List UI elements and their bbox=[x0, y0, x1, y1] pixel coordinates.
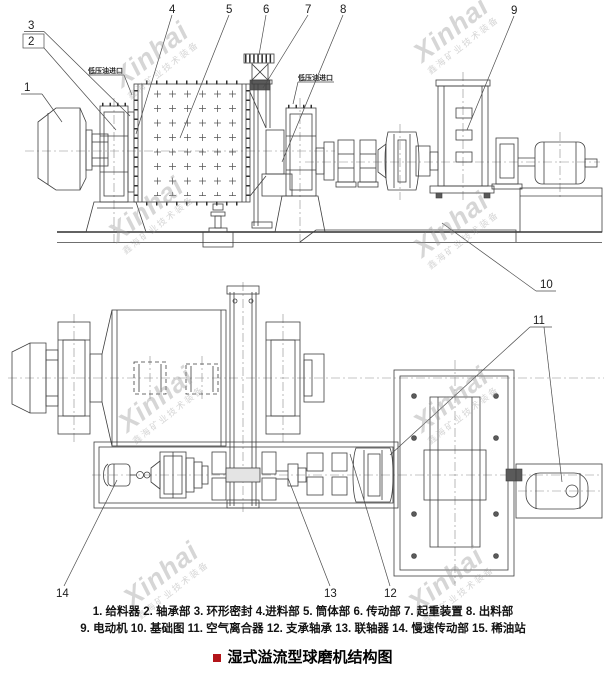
svg-text:9: 9 bbox=[511, 5, 517, 17]
callout-11: 11 bbox=[389, 315, 563, 483]
svg-text:13: 13 bbox=[324, 588, 337, 600]
mill-shell bbox=[133, 80, 251, 206]
motor-support-frame bbox=[429, 79, 495, 199]
feed-bearing bbox=[85, 102, 147, 233]
bottom-view-drawing: 11 12 13 14 bbox=[8, 282, 604, 600]
foundation bbox=[57, 229, 602, 248]
air-clutch bbox=[384, 131, 439, 191]
shell-drain-pipe bbox=[208, 203, 228, 233]
motor-assembly bbox=[491, 137, 603, 233]
callout-4: 4 bbox=[135, 4, 176, 135]
callout-13: 13 bbox=[287, 477, 337, 600]
drive-train bbox=[315, 139, 387, 188]
parts-legend: 1. 给料器 2. 轴承部 3. 环形密封 4.进料部 5. 筒体部 6. 传动… bbox=[0, 604, 606, 638]
feed-hopper-plan bbox=[11, 342, 59, 414]
discharge-bearing-plan bbox=[265, 321, 325, 435]
callout-10: 10 bbox=[441, 222, 556, 292]
mill-shell-plan bbox=[101, 309, 227, 447]
callout-2: 2 bbox=[22, 33, 117, 131]
discharge-gear-housing bbox=[249, 79, 293, 229]
ball-mill-structure-drawing: 低压油进口 低压油进口 1 3 2 bbox=[8, 4, 604, 600]
svg-text:7: 7 bbox=[305, 4, 311, 16]
legend-line-1: 1. 给料器 2. 轴承部 3. 环形密封 4.进料部 5. 筒体部 6. 传动… bbox=[92, 606, 514, 618]
svg-text:14: 14 bbox=[56, 588, 69, 600]
oil-inlet-label-left: 低压油进口 bbox=[87, 66, 133, 96]
svg-text:12: 12 bbox=[384, 588, 397, 600]
svg-text:3: 3 bbox=[28, 20, 34, 32]
pinion-shaft-train bbox=[185, 451, 348, 501]
svg-text:6: 6 bbox=[263, 4, 269, 16]
motor-plate-plan bbox=[393, 369, 523, 577]
callout-8: 8 bbox=[281, 4, 346, 163]
svg-text:4: 4 bbox=[169, 4, 176, 16]
feed-bearing-plan bbox=[57, 321, 103, 435]
oil-inlet-label-right: 低压油进口 bbox=[292, 73, 334, 105]
top-view-drawing: 低压油进口 低压油进口 1 3 2 bbox=[21, 4, 603, 292]
oil-inlet-text-left: 低压油进口 bbox=[87, 66, 123, 75]
svg-text:8: 8 bbox=[340, 4, 346, 16]
oil-inlet-text-right: 低压油进口 bbox=[297, 73, 333, 82]
svg-text:5: 5 bbox=[226, 4, 232, 16]
callout-14: 14 bbox=[56, 479, 118, 600]
ring-seal bbox=[127, 111, 135, 193]
callout-5: 5 bbox=[179, 4, 232, 139]
feed-hopper bbox=[37, 107, 93, 191]
oil-station bbox=[515, 463, 603, 519]
lifting-device bbox=[243, 53, 275, 91]
callout-6: 6 bbox=[258, 4, 269, 56]
title-bullet-icon bbox=[213, 654, 222, 662]
callout-9: 9 bbox=[466, 5, 517, 131]
legend-line-2: 9. 电动机 10. 基础图 11. 空气离合器 12. 支承轴承 13. 联轴… bbox=[80, 623, 526, 635]
svg-text:11: 11 bbox=[533, 315, 545, 327]
svg-text:2: 2 bbox=[28, 36, 34, 48]
callout-7: 7 bbox=[262, 4, 311, 89]
callout-3: 3 bbox=[24, 20, 131, 117]
svg-text:1: 1 bbox=[24, 82, 30, 94]
callout-12: 12 bbox=[349, 453, 397, 600]
callout-1: 1 bbox=[21, 82, 63, 123]
svg-text:10: 10 bbox=[540, 279, 553, 291]
title-text: 湿式溢流型球磨机结构图 bbox=[227, 649, 393, 666]
drawing-title: 湿式溢流型球磨机结构图 bbox=[0, 646, 606, 667]
